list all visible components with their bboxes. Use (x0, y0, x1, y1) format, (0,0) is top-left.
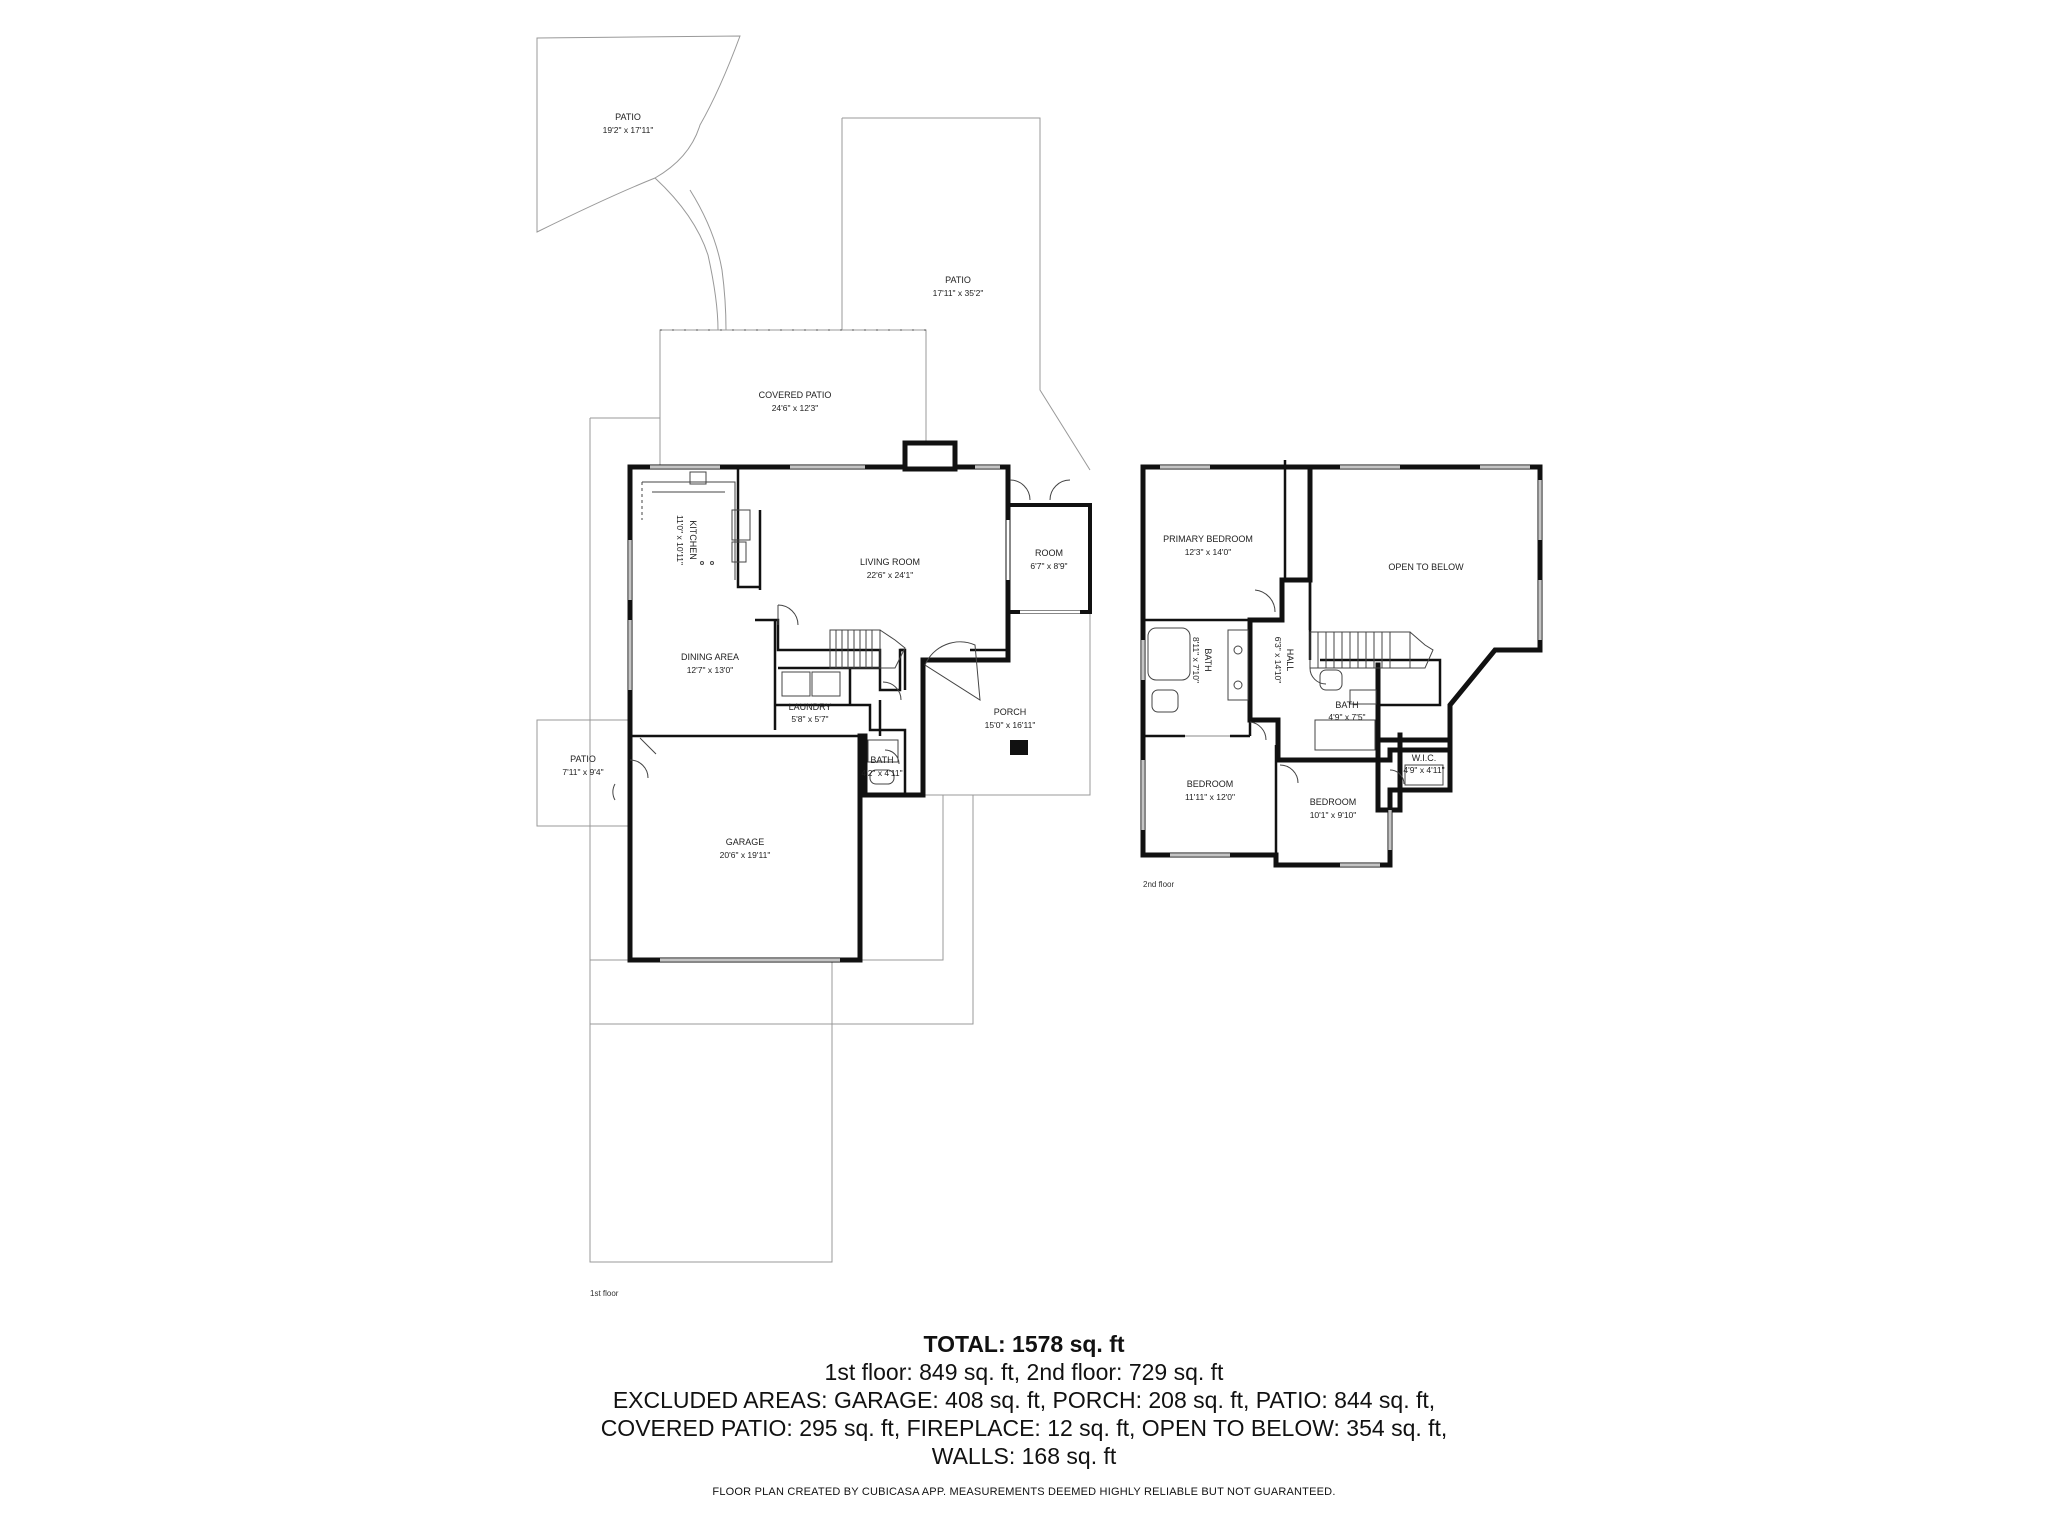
fireplace (902, 440, 958, 472)
room-dimensions: 4'9" x 7'5" (1328, 712, 1365, 722)
room-name: LAUNDRY (789, 702, 832, 712)
driveway-outline (590, 795, 974, 1025)
room-name: BATH (1335, 700, 1358, 710)
disclaimer: FLOOR PLAN CREATED BY CUBICASA APP. MEAS… (712, 1486, 1336, 1498)
room-dimensions: 6'7" x 8'9" (1030, 561, 1067, 571)
windows-first-floor (628, 465, 1080, 962)
first-floor-label: 1st floor (590, 1289, 619, 1298)
first-floor-stairs (829, 629, 906, 669)
second-floor-room-labels: PRIMARY BEDROOM 12'3" x 14'0" OPEN TO BE… (1143, 534, 1464, 889)
room-name: BATH (870, 755, 893, 765)
porch-pillar (1010, 740, 1028, 755)
room-dimensions: 24'6" x 12'3" (772, 403, 819, 413)
room-dimensions: 5'8" x 5'7" (791, 714, 828, 724)
room-name: W.I.C. (1412, 753, 1437, 763)
second-floor-stairs (1309, 631, 1434, 669)
room-name: LIVING ROOM (860, 557, 920, 567)
room-dimensions: 17'11" x 35'2" (933, 288, 984, 298)
area-summary: TOTAL: 1578 sq. ft 1st floor: 849 sq. ft… (0, 1328, 2048, 1499)
room-name: DINING AREA (681, 652, 739, 662)
doors-first-floor (612, 479, 1071, 801)
room-name: GARAGE (726, 837, 765, 847)
windows-second-floor (1141, 465, 1542, 867)
room-name: PRIMARY BEDROOM (1163, 534, 1253, 544)
room-name: PATIO (945, 275, 971, 285)
room-closet-walls (1006, 503, 1092, 614)
room-dimensions: 6'3" x 14'10" (1273, 637, 1283, 684)
patio-path-outline (654, 177, 727, 331)
room-dimensions: 10'1" x 9'10" (1310, 810, 1357, 820)
room-dimensions: 19'2" x 17'11" (603, 125, 654, 135)
room-dimensions: 11'11" x 12'0" (1185, 792, 1235, 802)
excluded-areas-line-2: COVERED PATIO: 295 sq. ft, FIREPLACE: 12… (600, 1415, 1448, 1441)
room-dimensions: 12'3" x 14'0" (1185, 547, 1232, 557)
laundry-machines (781, 671, 841, 697)
room-dimensions: 22'6" x 24'1" (867, 570, 914, 580)
patio-north-outline (536, 35, 741, 233)
room-dimensions: 8'11" x 7'10" (1191, 637, 1201, 683)
total-area: TOTAL: 1578 sq. ft (923, 1331, 1125, 1357)
room-name: PORCH (994, 707, 1027, 717)
room-dimensions: 15'0" x 16'11" (985, 720, 1036, 730)
room-dimensions: 7'11" x 9'4" (562, 767, 603, 777)
room-name: KITCHEN (688, 520, 698, 560)
room-dimensions: 11'0" x 10'11" (675, 515, 685, 565)
floor-areas: 1st floor: 849 sq. ft, 2nd floor: 729 sq… (824, 1359, 1224, 1385)
room-dimensions: 4'9" x 4'11" (1403, 765, 1444, 775)
room-name: OPEN TO BELOW (1388, 562, 1464, 572)
room-name: BEDROOM (1187, 779, 1234, 789)
second-floor-plan: PRIMARY BEDROOM 12'3" x 14'0" OPEN TO BE… (1140, 460, 1543, 889)
second-floor-label: 2nd floor (1143, 880, 1174, 889)
side-yard-outline (589, 417, 833, 1263)
room-dimensions: 12'7" x 13'0" (687, 665, 734, 675)
room-name: PATIO (615, 112, 641, 122)
room-name: BATH (1203, 648, 1213, 671)
first-floor-plan: PATIO 19'2" x 17'11" PATIO 17'11" x 35'2… (536, 35, 1092, 1298)
room-name: PATIO (570, 754, 596, 764)
floor-plan-drawing: PATIO 19'2" x 17'11" PATIO 17'11" x 35'2… (536, 35, 1543, 1298)
excluded-areas-line-1: EXCLUDED AREAS: GARAGE: 408 sq. ft, PORC… (612, 1387, 1436, 1413)
room-name: ROOM (1035, 548, 1063, 558)
patio-east-outline (842, 117, 1091, 471)
room-name: BEDROOM (1310, 797, 1357, 807)
room-name: HALL (1285, 649, 1295, 672)
room-dimensions: 4'2" x 4'11" (861, 768, 902, 778)
first-floor-room-labels: PATIO 19'2" x 17'11" PATIO 17'11" x 35'2… (562, 112, 1067, 1298)
room-name: COVERED PATIO (759, 390, 832, 400)
kitchen-counters (641, 471, 751, 580)
room-dimensions: 20'6" x 19'11" (720, 850, 771, 860)
excluded-areas-line-3: WALLS: 168 sq. ft (931, 1443, 1117, 1469)
